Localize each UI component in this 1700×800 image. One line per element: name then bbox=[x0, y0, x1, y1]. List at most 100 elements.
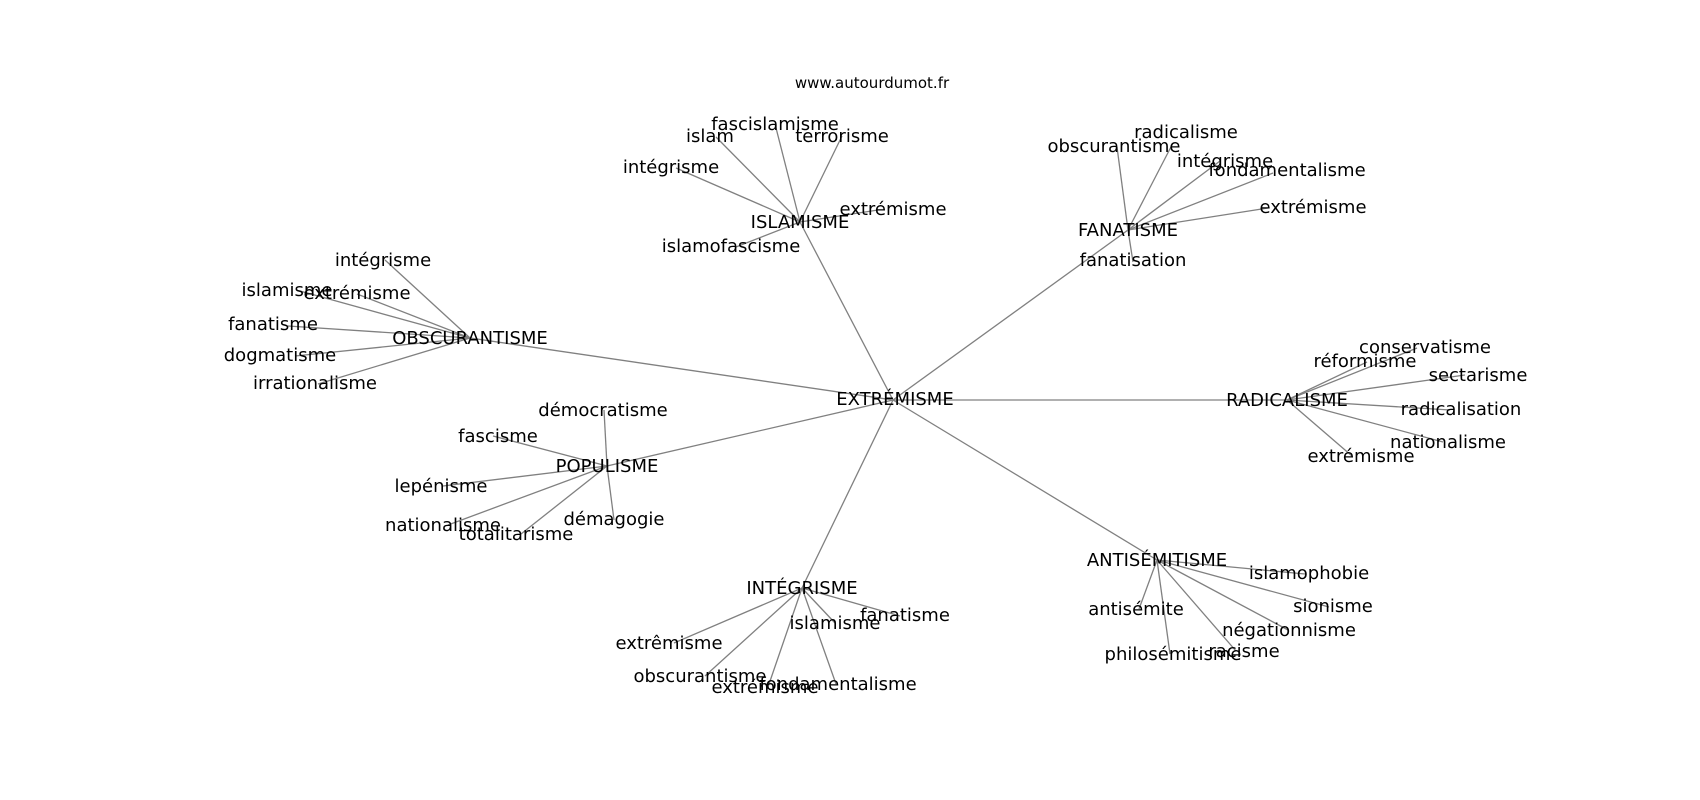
edge-hub-to-word bbox=[767, 587, 803, 688]
edge-hub-to-word bbox=[1138, 559, 1158, 610]
hub-node-label[interactable]: INTÉGRISME bbox=[746, 577, 857, 599]
edge-center-to-hub bbox=[801, 399, 894, 589]
word-node-label[interactable]: extrémisme bbox=[839, 199, 946, 220]
edge-hub-to-word bbox=[384, 259, 471, 339]
edge-hub-to-word bbox=[673, 587, 803, 644]
edge-hub-to-word bbox=[1156, 559, 1306, 575]
edge-hub-to-word bbox=[704, 587, 803, 677]
word-node-label[interactable]: fascisme bbox=[458, 426, 538, 447]
word-node-label[interactable]: islamisme bbox=[790, 613, 881, 634]
word-node-label[interactable]: sionisme bbox=[1293, 596, 1373, 617]
edge-hub-to-word bbox=[1156, 559, 1330, 608]
word-node-label[interactable]: nationalisme bbox=[1390, 432, 1506, 453]
word-node-label[interactable]: nationalisme bbox=[385, 515, 501, 536]
edge-hub-to-word bbox=[603, 409, 608, 467]
word-node-label[interactable]: obscurantisme bbox=[1047, 136, 1180, 157]
word-node-label[interactable]: islamophobie bbox=[1249, 563, 1369, 584]
edge-hub-to-word bbox=[715, 136, 801, 223]
edge-hub-to-word bbox=[801, 587, 837, 685]
word-node-label[interactable]: philosémitisme bbox=[1105, 644, 1242, 665]
word-node-label[interactable]: démocratisme bbox=[538, 400, 667, 421]
edge-hub-to-word bbox=[287, 325, 471, 339]
word-node-label[interactable]: fanatisation bbox=[1080, 250, 1187, 271]
edges bbox=[287, 123, 1466, 688]
word-node-label[interactable]: extrémisme bbox=[1259, 197, 1366, 218]
edge-hub-to-word bbox=[1156, 559, 1237, 652]
word-node-label[interactable]: lepénisme bbox=[395, 476, 488, 497]
word-node-label[interactable]: extrémisme bbox=[303, 283, 410, 304]
edge-hub-to-word bbox=[442, 465, 608, 487]
hub-node-label[interactable]: OBSCURANTISME bbox=[392, 328, 548, 349]
word-node-label[interactable]: extrêmisme bbox=[615, 633, 722, 654]
edge-hub-to-word bbox=[1127, 160, 1221, 231]
word-node-label[interactable]: totalitarisme bbox=[459, 524, 574, 545]
edge-hub-to-word bbox=[801, 587, 901, 617]
edge-center-to-hub bbox=[892, 399, 1158, 561]
edge-hub-to-word bbox=[774, 123, 801, 223]
hub-node-label[interactable]: RADICALISME bbox=[1226, 390, 1348, 411]
hub-node-label[interactable]: ANTISÉMITISME bbox=[1087, 549, 1227, 571]
edge-hub-to-word bbox=[1156, 559, 1171, 655]
word-node-label[interactable]: négationnisme bbox=[1222, 620, 1356, 641]
word-node-label[interactable]: terrorisme bbox=[795, 126, 889, 147]
edge-hub-to-word bbox=[294, 337, 471, 357]
edge-hub-to-word bbox=[1127, 172, 1274, 231]
word-node-label[interactable]: irrationalisme bbox=[253, 373, 377, 394]
edge-hub-to-word bbox=[1127, 229, 1134, 263]
edge-center-to-hub bbox=[469, 337, 894, 401]
edge-hub-to-word bbox=[317, 337, 471, 385]
word-node-label[interactable]: extrémisme bbox=[1307, 446, 1414, 467]
edge-hub-to-word bbox=[1127, 142, 1174, 231]
word-node-label[interactable]: fanatisme bbox=[860, 605, 950, 626]
edge-hub-to-word bbox=[735, 221, 801, 248]
edge-hub-to-word bbox=[1156, 559, 1289, 631]
word-node-label[interactable]: intégrisme bbox=[1177, 151, 1273, 172]
word-node-label[interactable]: antisémite bbox=[1088, 599, 1184, 620]
word-node-label[interactable]: fondamentalisme bbox=[759, 674, 916, 695]
edge-hub-to-word bbox=[492, 435, 608, 467]
hub-node-label[interactable]: POPULISME bbox=[556, 456, 659, 477]
word-node-label[interactable]: islam bbox=[686, 126, 734, 147]
word-node-label[interactable]: démagogie bbox=[563, 509, 664, 530]
labels: www.autourdumot.fr EXTRÉMISME fascislami… bbox=[224, 74, 1528, 698]
edge-hub-to-word bbox=[1286, 399, 1353, 457]
word-node-label[interactable]: islamofascisme bbox=[662, 236, 801, 257]
edge-hub-to-word bbox=[1286, 399, 1451, 411]
word-node-label[interactable]: conservatisme bbox=[1359, 337, 1491, 358]
word-node-label[interactable]: islamisme bbox=[242, 280, 333, 301]
edge-hub-to-word bbox=[799, 135, 843, 223]
edge-hub-to-word bbox=[520, 465, 608, 535]
word-node-label[interactable]: fascislamisme bbox=[711, 114, 839, 135]
edge-hub-to-word bbox=[1127, 207, 1269, 231]
word-node-label[interactable]: réformisme bbox=[1313, 351, 1416, 372]
edge-hub-to-word bbox=[1116, 146, 1129, 231]
word-node-label[interactable]: racisme bbox=[1208, 641, 1279, 662]
word-node-label[interactable]: fondamentalisme bbox=[1208, 160, 1365, 181]
edge-hub-to-word bbox=[675, 167, 801, 223]
word-node-label[interactable]: radicalisme bbox=[1134, 122, 1238, 143]
word-node-label[interactable]: sectarisme bbox=[1429, 365, 1528, 386]
edge-center-to-hub bbox=[606, 399, 894, 467]
word-node-label[interactable]: dogmatisme bbox=[224, 345, 336, 366]
word-node-label[interactable]: obscurantisme bbox=[633, 666, 766, 687]
edge-hub-to-word bbox=[606, 465, 615, 521]
edge-hub-to-word bbox=[1286, 347, 1418, 401]
word-node-label[interactable]: intégrisme bbox=[623, 157, 719, 178]
edge-hub-to-word bbox=[1286, 374, 1466, 401]
center-node-label[interactable]: EXTRÉMISME bbox=[836, 388, 953, 410]
edge-hub-to-word bbox=[299, 290, 471, 339]
edge-hub-to-word bbox=[1286, 399, 1444, 443]
hub-node-label[interactable]: FANATISME bbox=[1078, 220, 1178, 241]
edge-hub-to-word bbox=[801, 587, 836, 624]
word-node-label[interactable]: extrémisme bbox=[711, 677, 818, 698]
edge-center-to-hub bbox=[892, 229, 1129, 401]
edge-hub-to-word bbox=[447, 465, 608, 526]
word-node-label[interactable]: intégrisme bbox=[335, 250, 431, 271]
edge-hub-to-word bbox=[799, 209, 879, 223]
word-node-label[interactable]: fanatisme bbox=[228, 314, 318, 335]
edge-center-to-hub bbox=[799, 221, 894, 401]
hub-node-label[interactable]: ISLAMISME bbox=[751, 212, 850, 233]
word-node-label[interactable]: radicalisation bbox=[1401, 399, 1522, 420]
edge-hub-to-word bbox=[1286, 361, 1368, 401]
watermark-label: www.autourdumot.fr bbox=[795, 74, 950, 92]
